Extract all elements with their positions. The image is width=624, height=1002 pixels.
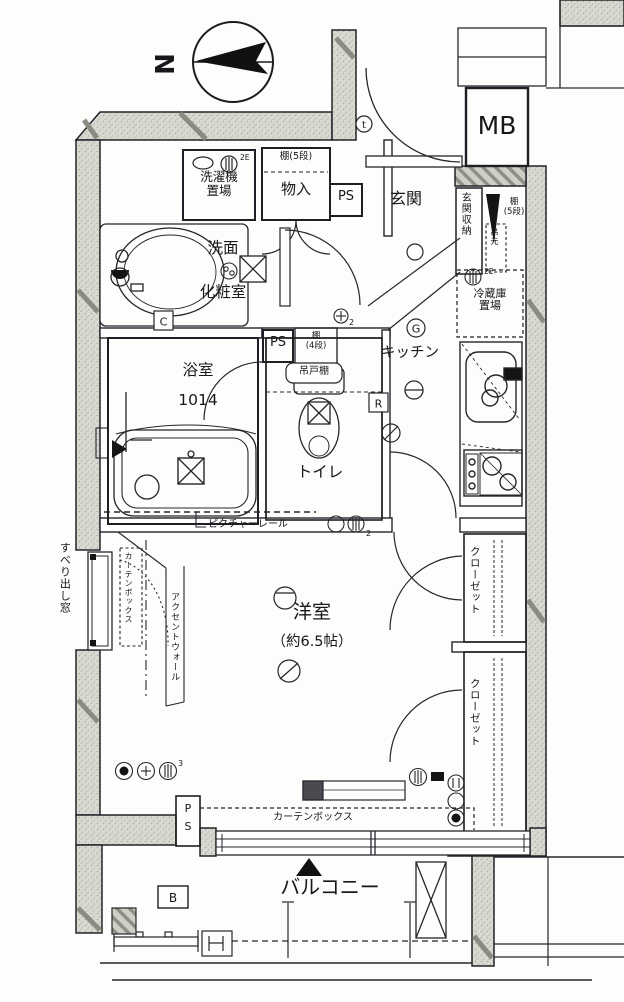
- hinge-side-label: 吊元: [489, 228, 499, 246]
- shelf-label-genkan: 棚 (5段): [503, 197, 525, 217]
- room-label-western-size: （約6.5帖）: [271, 634, 353, 650]
- svg-text:2E: 2E: [484, 267, 494, 276]
- evacuation-hatch: [415, 861, 447, 939]
- room-label-balcony: バルコニー: [280, 875, 380, 899]
- kitchen-symbols: [381, 318, 426, 443]
- balcony-direction-triangle: [296, 858, 322, 876]
- svg-text:R: R: [375, 398, 383, 411]
- svg-text:G: G: [412, 323, 421, 336]
- entrance-door: [365, 67, 463, 168]
- entrance-step-lines: [367, 237, 461, 331]
- letter-symbols: t G C R B 2E 2E 2 2 3: [160, 115, 494, 905]
- room-label-closet-lower: クローゼット: [468, 678, 481, 747]
- room-label-genkan-storage: 玄関収納: [459, 192, 471, 236]
- room-label-mb: MB: [477, 111, 517, 140]
- outlet-symbols-bottom-left: [114, 761, 178, 781]
- room-label-senmen-bottom: 化粧室: [199, 283, 247, 301]
- curtain-box-left-outline: [119, 547, 143, 647]
- tsuritodana-box: [285, 362, 343, 384]
- picture-rail: [104, 511, 316, 528]
- room-icon-symbols: [273, 586, 301, 683]
- room-label-bath-size: 1014: [178, 391, 218, 409]
- washroom-outlet-symbols: [220, 262, 349, 324]
- symbol-r-box: [368, 392, 389, 413]
- fixture-label-sliding-window: すべり出し窓: [58, 542, 72, 614]
- bathtub: [95, 392, 257, 517]
- compass-icon: [192, 21, 274, 103]
- svg-text:2: 2: [349, 318, 354, 327]
- shaft-label-ps-bottom: P S: [184, 802, 192, 833]
- balcony-railing: [100, 856, 624, 981]
- low-board-furniture: [302, 780, 406, 801]
- fixture-label-accent-wall: アクセントウォール: [169, 592, 180, 682]
- door-arcs: [203, 219, 463, 763]
- svg-text:2: 2: [366, 529, 371, 538]
- shaft-label-ps-mid: PS: [269, 335, 287, 350]
- room-label-senmen-top: 洗面: [207, 239, 239, 257]
- room-label-washer: 洗濯機 置場: [200, 169, 238, 198]
- svg-text:3: 3: [178, 759, 183, 768]
- fridge-icon: [464, 268, 482, 286]
- svg-text:B: B: [169, 891, 177, 905]
- wall-window-box: [239, 255, 267, 283]
- corridor-lines: [457, 0, 624, 89]
- room-label-western: 洋室: [292, 601, 331, 623]
- washer-icons: [192, 155, 238, 173]
- picture-rail-outlets: [327, 515, 365, 533]
- svg-text:t: t: [362, 120, 366, 131]
- room-label-closet-upper: クローゼット: [468, 546, 481, 615]
- fixture-label-tsuritodana: 吊戸棚: [299, 366, 329, 377]
- accent-wall-lines: [117, 531, 185, 707]
- svg-text:2E: 2E: [240, 153, 250, 162]
- fixture-label-picture-rail: ピクチャーレール: [208, 519, 288, 530]
- shelf-label-4dan: 棚 (4段): [305, 331, 327, 351]
- curtain-box-bottom-outline: [200, 807, 475, 830]
- fixture-label-curtain-box-bottom: カーテンボックス: [273, 812, 353, 823]
- kitchen-counter: [459, 341, 523, 507]
- symbol-c-box: [153, 310, 174, 331]
- room-label-fridge: 冷蔵庫 置場: [473, 287, 507, 313]
- room-label-kitchen: キッチン: [381, 345, 439, 361]
- wash-basin: [99, 223, 249, 327]
- room-boxes: [107, 86, 530, 909]
- room-label-bath: 浴室: [182, 361, 214, 379]
- shaft-label-ps-top: PS: [337, 189, 355, 204]
- svg-text:C: C: [160, 316, 168, 329]
- sliding-window-left: [87, 551, 113, 651]
- genkan-storage-wedge: [486, 194, 500, 244]
- fixture-label-curtain-box-left: カーテンボックス: [123, 552, 133, 624]
- closet-hanger-poles: [493, 540, 503, 826]
- room-label-genkan: 玄関: [389, 189, 422, 208]
- balcony-sliding-windows: [215, 830, 531, 856]
- outlet-symbols-bottom-right: [408, 767, 465, 827]
- shelf-label-monoire: 棚(5段): [279, 151, 313, 162]
- exterior-walls: [74, 0, 624, 967]
- room-label-toilet: トイレ: [296, 463, 344, 481]
- room-label-monoire: 物入: [280, 180, 311, 198]
- compass-north-label: N: [151, 53, 181, 75]
